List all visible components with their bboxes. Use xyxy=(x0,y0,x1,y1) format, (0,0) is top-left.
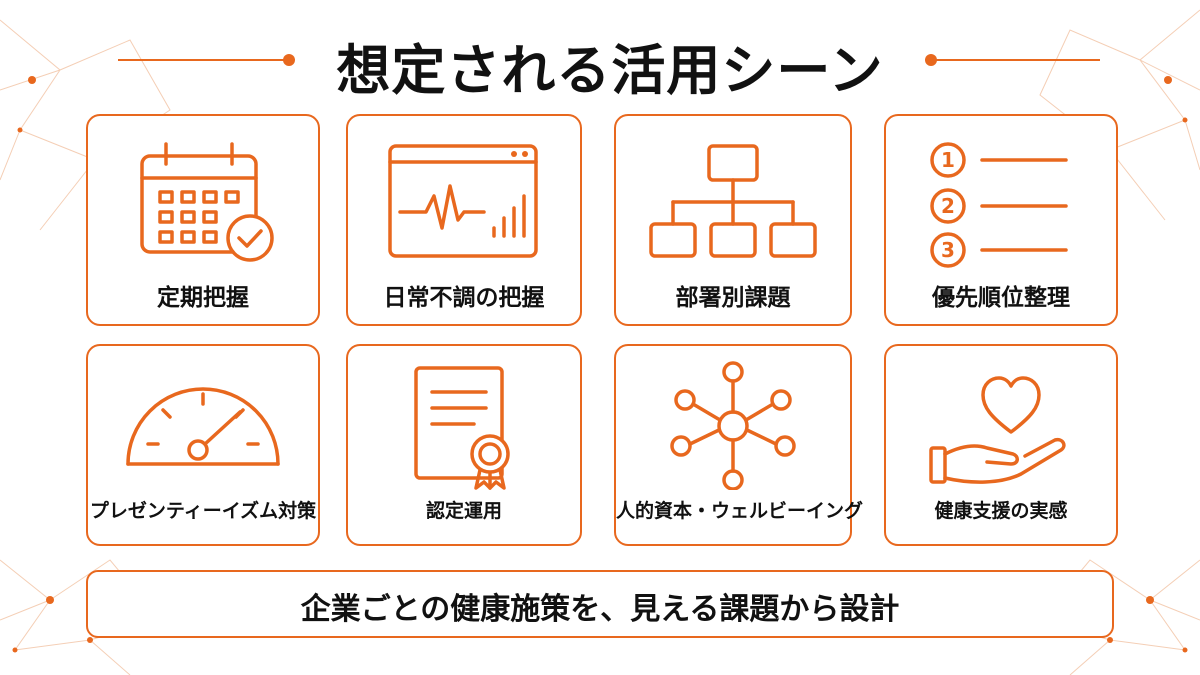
scene-card-health-support: 健康支援の実感 xyxy=(884,344,1118,546)
scene-card-human-capital: 人的資本・ウェルビーイング xyxy=(614,344,864,546)
scene-label: プレゼンティーイズム対策 xyxy=(89,500,317,522)
title-rule-right xyxy=(930,59,1100,61)
page-title: 想定される活用シーン xyxy=(336,39,884,102)
scene-card-priority: 1 2 3 優先順位整理 xyxy=(884,114,1118,326)
scene-card-presenteeism: プレゼンティーイズム対策 xyxy=(86,344,320,546)
list-number: 1 xyxy=(941,148,955,172)
title-row: 想定される活用シーン xyxy=(0,22,1200,102)
scene-card-daily-condition: 日常不調の把握 xyxy=(346,114,582,326)
scene-label: 健康支援の実感 xyxy=(934,500,1068,522)
summary-text: 企業ごとの健康施策を、見える課題から設計 xyxy=(300,592,900,627)
scene-card-department-issues: 部署別課題 xyxy=(614,114,852,326)
scene-label: 優先順位整理 xyxy=(932,285,1070,311)
hand-heart-icon xyxy=(929,376,1066,484)
certificate-icon xyxy=(414,366,510,490)
network-hub-icon xyxy=(670,361,796,490)
scene-label: 日常不調の把握 xyxy=(383,285,545,311)
title-rule-left xyxy=(118,59,288,61)
list-number: 2 xyxy=(941,194,955,218)
scene-label: 部署別課題 xyxy=(675,285,791,311)
scene-card-certification: 認定運用 xyxy=(346,344,582,546)
title-dot-left xyxy=(283,54,295,66)
calendar-check-icon xyxy=(140,142,274,262)
scene-label: 認定運用 xyxy=(425,500,502,522)
gauge-icon xyxy=(126,387,280,466)
scene-label: 人的資本・ウェルビーイング xyxy=(616,500,864,522)
monitor-pulse-icon xyxy=(388,144,538,258)
summary-banner: 企業ごとの健康施策を、見える課題から設計 xyxy=(86,570,1114,638)
org-chart-icon xyxy=(649,144,817,258)
scene-label: 定期把握 xyxy=(157,285,249,311)
numbered-list-icon: 1 2 3 xyxy=(930,142,1068,268)
list-number: 3 xyxy=(941,238,955,262)
scene-card-regular-check: 定期把握 xyxy=(86,114,320,326)
